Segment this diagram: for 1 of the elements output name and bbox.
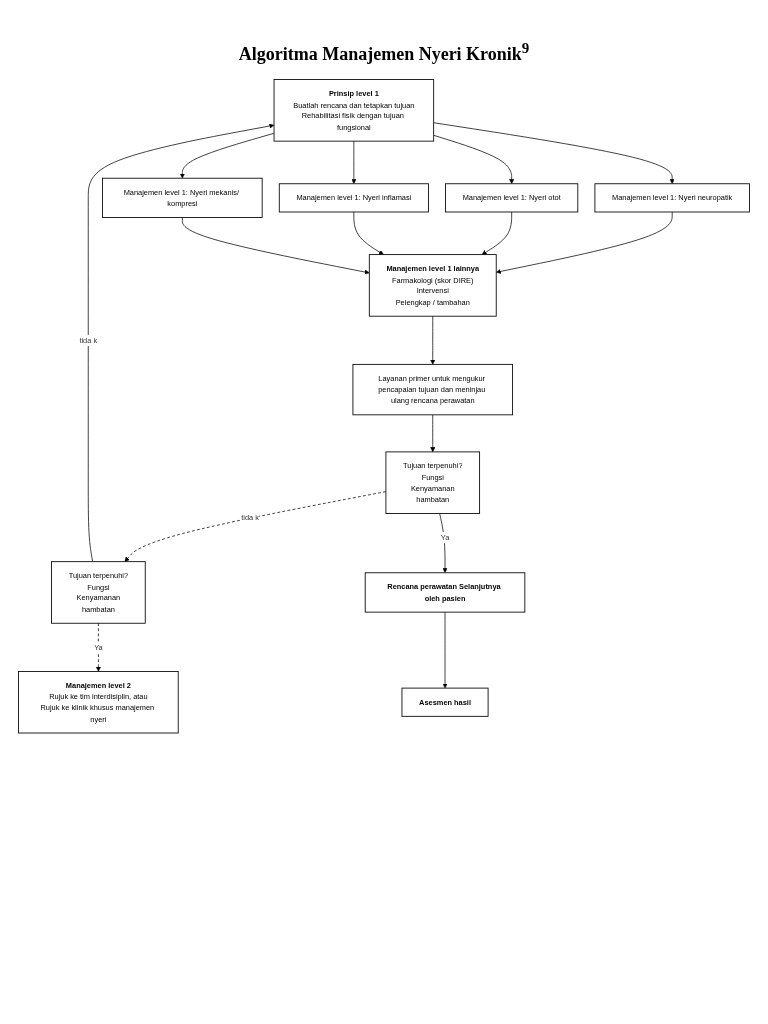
title: Algoritma Manajemen Nyeri Kronik$^{9}$ [237,40,531,65]
